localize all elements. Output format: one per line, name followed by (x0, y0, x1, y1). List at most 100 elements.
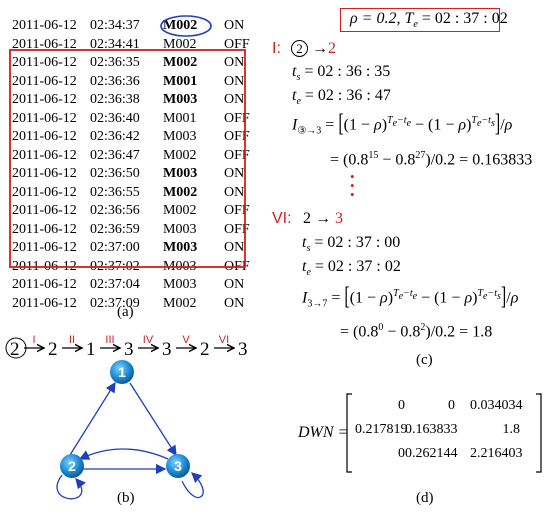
cell-time: 02:37:02 (90, 258, 140, 274)
self-loop-3 (181, 472, 204, 499)
caption-b: (b) (117, 490, 135, 506)
cell-date: 2011-06-12 (12, 92, 77, 107)
transition-graph: 1 2 3 (56, 360, 204, 500)
case-6-transition: 2 → 3 (303, 210, 343, 227)
cell-time: 02:36:59 (90, 221, 140, 237)
cell-time: 02:34:37 (90, 18, 140, 33)
node-label-1: 1 (118, 364, 126, 380)
sequence-node: 2 (200, 339, 210, 360)
cell-date: 2011-06-12 (12, 240, 77, 255)
cell-device: M003 (163, 221, 197, 237)
cell-status: OFF (224, 110, 250, 126)
cell-time: 02:36:38 (90, 92, 140, 107)
cell-status: ON (224, 166, 245, 181)
cell-device: M003 (163, 92, 198, 107)
cell-status: OFF (224, 36, 250, 52)
cell-time: 02:36:47 (90, 147, 140, 163)
case-1-transition: 2 →2 (291, 40, 336, 58)
matrix-brackets (346, 393, 542, 473)
cell-status: ON (224, 92, 245, 107)
sequence-node: 3 (238, 339, 248, 360)
cell-date: 2011-06-12 (12, 166, 77, 181)
cell-time: 02:37:09 (90, 295, 140, 311)
graph-node-1: 1 (110, 360, 134, 384)
case-6-te: te = 02 : 37 : 02 (302, 258, 401, 279)
cell-date: 2011-06-12 (12, 129, 77, 144)
caption-d: (d) (416, 490, 434, 506)
cell-status: OFF (224, 258, 250, 274)
case-1-evaluation: = (0.815 − 0.827)/0.2 = 0.163833 (330, 150, 533, 169)
cell-time: 02:36:36 (90, 73, 140, 89)
matrix-cell: 0 (448, 398, 455, 413)
matrix-cell: 0.217819 (355, 422, 408, 437)
cell-status: ON (224, 277, 245, 292)
cell-device: M002 (163, 147, 197, 163)
cell-status: ON (224, 73, 245, 89)
case-6-label: VI: (272, 210, 292, 227)
cell-date: 2011-06-12 (12, 55, 77, 70)
cell-date: 2011-06-12 (12, 110, 77, 126)
cell-device: M003 (163, 277, 197, 292)
edge-2-to-1 (69, 381, 116, 456)
cell-status: ON (224, 18, 245, 33)
case-6-formula: I3→7 = [(1 − ρ)Te−te − (1 − ρ)Te−ts]/ρ (302, 284, 519, 311)
caption-c: (c) (416, 352, 433, 368)
matrix-label: DWN = (298, 424, 349, 441)
cell-date: 2011-06-12 (12, 73, 77, 89)
matrix-cell: 1.8 (502, 422, 521, 437)
cell-status: ON (224, 184, 245, 200)
case-6-ts: ts = 02 : 37 : 00 (302, 234, 401, 255)
cell-time: 02:34:41 (90, 36, 140, 52)
ellipsis-dots: ••• (350, 169, 355, 202)
cell-status: OFF (224, 129, 250, 144)
cell-device: M002 (163, 36, 197, 52)
cell-time: 02:37:04 (90, 277, 140, 292)
cell-status: OFF (224, 221, 250, 237)
cell-device: M003 (163, 258, 197, 274)
case-6-evaluation: = (0.80 − 0.82)/0.2 = 1.8 (340, 322, 493, 341)
cell-device: M003 (163, 129, 197, 144)
cell-device: M002 (163, 203, 197, 218)
sequence-step-label: II (69, 334, 75, 346)
cell-time: 02:36:56 (90, 203, 140, 218)
sequence-step-label: V (182, 334, 190, 346)
cell-status: ON (224, 240, 245, 255)
cell-date: 2011-06-12 (12, 295, 77, 311)
cell-date: 2011-06-12 (12, 258, 77, 274)
matrix-cell: 0.034034 (470, 398, 523, 413)
node-label-3: 3 (174, 458, 182, 474)
cell-device: M002 (163, 295, 197, 311)
cell-status: OFF (224, 203, 250, 218)
caption-a: (a) (117, 304, 134, 320)
sequence-step-label: VI (219, 334, 229, 346)
cell-date: 2011-06-12 (12, 221, 77, 237)
parameter-text: ρ = 0.2, Te = 02 : 37 : 02 (350, 10, 508, 31)
cell-device: M002 (163, 55, 198, 70)
cell-time: 02:36:42 (90, 129, 140, 144)
cell-date: 2011-06-12 (12, 36, 77, 52)
cell-time: 02:36:40 (90, 110, 140, 126)
parameter-box (340, 8, 500, 32)
case-1-ts: ts = 02 : 36 : 35 (292, 63, 391, 84)
sequence-node: 1 (86, 339, 96, 360)
edge-1-to-3 (129, 382, 177, 457)
sequence-node: 3 (124, 339, 134, 360)
cell-device: M002 (163, 18, 198, 33)
cell-time: 02:37:00 (90, 240, 140, 255)
matrix-cell: 0 (398, 398, 405, 413)
graph-node-2: 2 (60, 454, 84, 478)
cell-status: ON (224, 295, 245, 311)
cell-time: 02:36:35 (90, 55, 140, 70)
edge-3-to-2 (78, 448, 169, 460)
sequence-step-label: IV (143, 334, 154, 346)
sequence-node: 2 (10, 339, 20, 360)
cell-date: 2011-06-12 (12, 277, 77, 292)
matrix-cell: 0.262144 (405, 446, 458, 461)
cell-device: M003 (163, 166, 198, 181)
self-loop-2 (56, 474, 86, 500)
case-1-label: I: (272, 40, 281, 57)
cell-date: 2011-06-12 (12, 18, 77, 33)
